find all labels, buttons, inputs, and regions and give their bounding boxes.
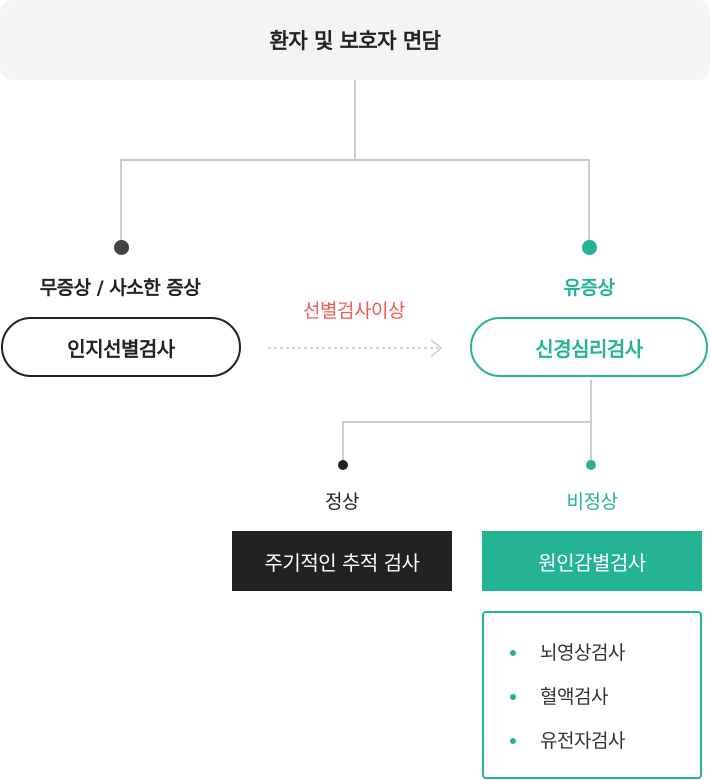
list-item: 혈액검사 xyxy=(510,677,700,721)
list-item-label: 뇌영상검사 xyxy=(540,642,625,664)
screening-abnormal-label: 선별검사이상 xyxy=(303,300,405,322)
abnormal-branch-label: 비정상 xyxy=(566,491,618,513)
right-branch-label: 유증상 xyxy=(563,277,615,299)
neuropsych-test-box: 신경심리검사 xyxy=(470,317,708,377)
list-item: 유전자검사 xyxy=(510,721,700,765)
bullet-icon xyxy=(510,738,516,744)
periodic-followup-label: 주기적인 추적 검사 xyxy=(264,550,420,575)
left-branch-label: 무증상 / 사소한 증상 xyxy=(39,277,201,299)
list-item-label: 유전자검사 xyxy=(540,730,625,752)
left-branch-dot xyxy=(114,240,129,255)
bullet-icon xyxy=(510,694,516,700)
normal-branch-label: 정상 xyxy=(325,491,359,513)
header-title: 환자 및 보호자 면담 xyxy=(269,29,442,53)
connector-bottom-left xyxy=(342,380,592,465)
cause-tests-list-box: 뇌영상검사 혈액검사 유전자검사 xyxy=(482,611,702,779)
normal-branch-dot xyxy=(338,460,348,470)
connector-top-branches xyxy=(120,159,590,248)
cause-tests-list: 뇌영상검사 혈액검사 유전자검사 xyxy=(484,613,700,765)
cognitive-screening-test-label: 인지선별검사 xyxy=(67,336,175,361)
cause-differential-box: 원인감별검사 xyxy=(482,531,702,591)
screening-arrow-head xyxy=(430,339,443,358)
cause-differential-label: 원인감별검사 xyxy=(538,550,646,575)
bullet-icon xyxy=(510,650,516,656)
interview-header: 환자 및 보호자 면담 xyxy=(0,0,710,80)
cognitive-screening-test-box: 인지선별검사 xyxy=(1,317,241,377)
list-item: 뇌영상검사 xyxy=(510,633,700,677)
right-branch-dot xyxy=(582,240,597,255)
abnormal-branch-dot xyxy=(586,460,596,470)
neuropsych-test-label: 신경심리검사 xyxy=(535,336,643,361)
list-item-label: 혈액검사 xyxy=(540,686,608,708)
periodic-followup-box: 주기적인 추적 검사 xyxy=(232,531,452,591)
